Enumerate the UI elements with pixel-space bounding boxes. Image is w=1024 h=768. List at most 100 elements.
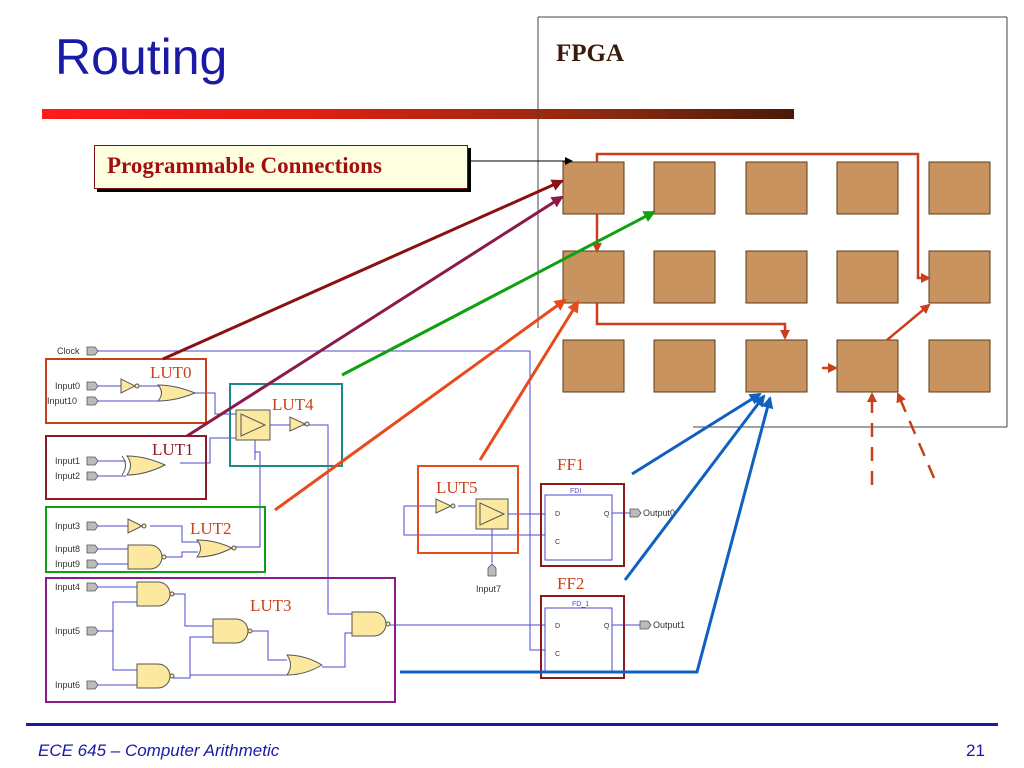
- programmable-connections-callout: Programmable Connections: [94, 145, 468, 189]
- clb-block: [836, 339, 899, 393]
- xor-gate: [125, 455, 167, 476]
- clb-block: [745, 250, 808, 304]
- nand-gate: [127, 544, 163, 570]
- io-pins: [86, 346, 652, 690]
- flip-flop-fdi: FDI D Q C: [544, 488, 613, 561]
- footer-course: ECE 645 – Computer Arithmetic: [38, 741, 280, 760]
- svg-text:Q: Q: [604, 511, 610, 518]
- input-pin: [86, 396, 99, 406]
- input-pin: [86, 521, 99, 531]
- output-pin: [639, 620, 652, 630]
- clb-block: [928, 250, 991, 304]
- or-gate: [156, 384, 197, 402]
- input-label: Input9: [55, 559, 80, 569]
- footer-divider: [26, 723, 998, 726]
- lut3-arrow: [400, 396, 774, 674]
- clb-grid: [562, 161, 991, 393]
- clb-block: [562, 161, 625, 215]
- lut0-arrow: [162, 179, 564, 361]
- input-label: Input5: [55, 626, 80, 636]
- input-label: Input1: [55, 456, 80, 466]
- svg-text:D: D: [555, 511, 560, 518]
- clb-block: [562, 250, 625, 304]
- svg-text:C: C: [555, 651, 560, 658]
- ff2-label: FF2: [557, 574, 584, 593]
- lut3-outline: [45, 577, 396, 703]
- clb-block: [745, 339, 808, 393]
- lut2-label: LUT2: [190, 519, 232, 538]
- input-pin: [86, 582, 99, 592]
- clb-block: [653, 250, 716, 304]
- input-pin: [86, 680, 99, 690]
- clb-block: [928, 339, 991, 393]
- nand-gate: [136, 581, 171, 607]
- lut1-label: LUT1: [152, 440, 194, 459]
- inverter-gate: [127, 518, 144, 534]
- flip-flop-fd1: FD_1 D Q C: [544, 601, 613, 672]
- ff1-outline: [540, 483, 625, 567]
- svg-text:C: C: [555, 539, 560, 546]
- input-pin: [86, 471, 99, 481]
- clb-block: [745, 161, 808, 215]
- input-pin: [86, 544, 99, 554]
- nand-gate: [136, 663, 171, 689]
- lut0-label: LUT0: [150, 363, 192, 382]
- lut1-outline: [45, 435, 207, 500]
- nand-gate: [351, 611, 387, 637]
- output-label: Output1: [653, 620, 685, 630]
- input-label: Input4: [55, 582, 80, 592]
- nand-gate: [212, 618, 249, 644]
- or-gate: [286, 654, 323, 676]
- clb-block: [836, 250, 899, 304]
- clock-pin: [86, 346, 99, 356]
- lut2-arrow: [274, 298, 567, 512]
- output-label: Output0: [643, 508, 675, 518]
- block-labels: LUT0 LUT1 LUT2 LUT3 LUT4 LUT5 FF1 FF2: [150, 363, 584, 615]
- input-label: Input3: [55, 521, 80, 531]
- lut5-outline: [417, 465, 519, 554]
- input-label: Input10: [47, 396, 77, 406]
- svg-text:Q: Q: [604, 623, 610, 630]
- lut3-label: LUT3: [250, 596, 292, 615]
- input-pin: [86, 626, 99, 636]
- mapping-arrows: [162, 179, 774, 674]
- lut4-label: LUT4: [272, 395, 314, 414]
- clb-block: [653, 161, 716, 215]
- fpga-internal-routes: [592, 152, 936, 485]
- slide-title: Routing: [55, 29, 228, 85]
- clb-block: [836, 161, 899, 215]
- nor-gate: [195, 539, 234, 558]
- inverter-gate: [289, 416, 307, 432]
- clb-block: [653, 339, 716, 393]
- svg-text:FDI: FDI: [570, 488, 581, 495]
- input-pin: [86, 381, 99, 391]
- ff2-arrow: [623, 394, 766, 581]
- lut1-arrow: [186, 195, 564, 438]
- callout-text: Programmable Connections: [107, 153, 382, 178]
- lut0-outline: [45, 358, 207, 424]
- fpga-outline: [537, 16, 1008, 428]
- lut4-outline: [229, 383, 343, 467]
- input-pin: [86, 456, 99, 466]
- input-label: Input2: [55, 471, 80, 481]
- input-label: Input8: [55, 544, 80, 554]
- input-pin: [86, 559, 99, 569]
- page-number: 21: [966, 741, 985, 760]
- inverter-gate: [120, 378, 137, 394]
- lut5-label: LUT5: [436, 478, 478, 497]
- lut5-arrow: [478, 300, 580, 461]
- logic-gates: [120, 378, 456, 689]
- ff1-arrow: [631, 392, 762, 476]
- lut4-arrow: [341, 210, 656, 377]
- input-label: Input0: [55, 381, 80, 391]
- fpga-label: FPGA: [556, 40, 625, 67]
- ff1-label: FF1: [557, 455, 584, 474]
- ff2-outline: [540, 595, 625, 679]
- input-pin: [487, 563, 497, 577]
- input-label: Input7: [476, 584, 501, 594]
- svg-text:FD_1: FD_1: [572, 601, 589, 608]
- svg-text:D: D: [555, 623, 560, 630]
- clb-block: [928, 161, 991, 215]
- output-pin: [629, 508, 642, 518]
